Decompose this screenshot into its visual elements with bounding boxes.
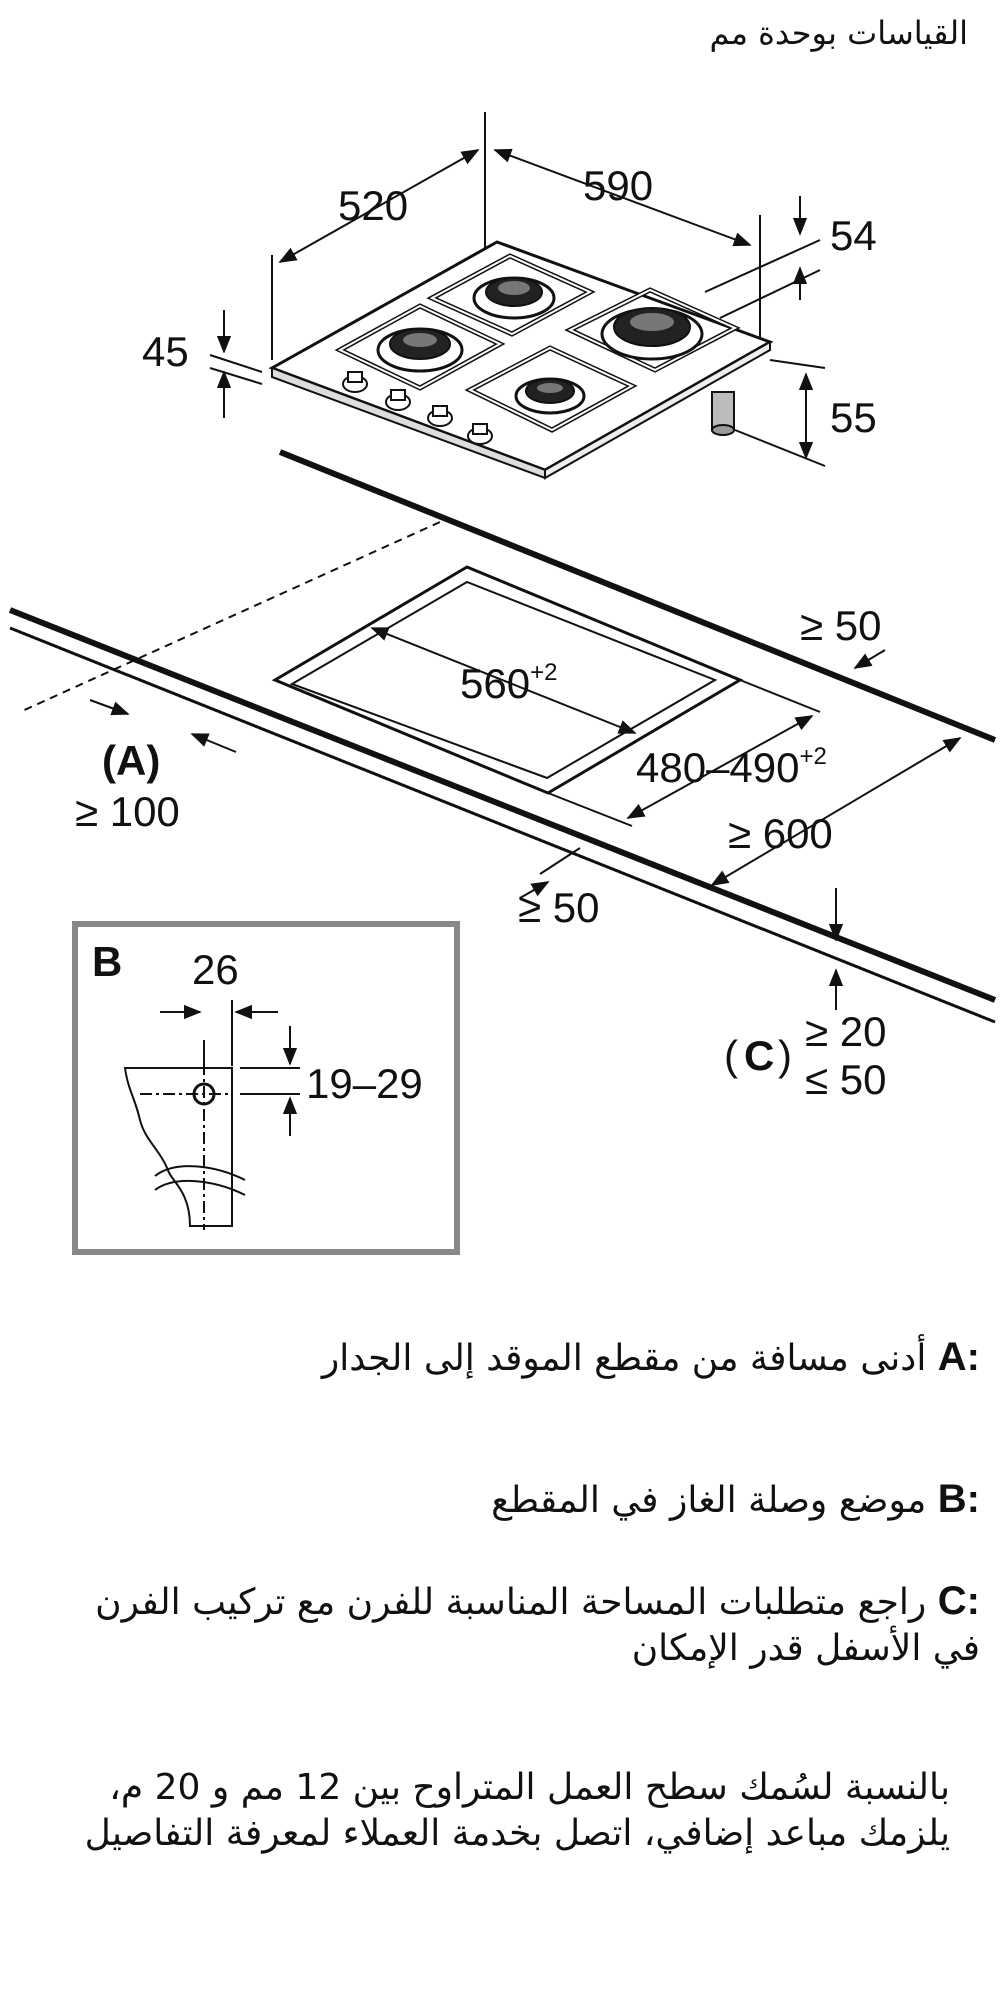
- label-c-open: (: [724, 1032, 738, 1079]
- units-note: القياسات بوحدة مم: [709, 14, 968, 52]
- cutout-inner: [289, 580, 718, 780]
- detail-b-box: [72, 921, 460, 1255]
- detail-b-width-label: 26: [192, 946, 239, 993]
- hob-width-label: 590: [583, 162, 653, 209]
- cutout-dimensions: [89, 627, 962, 1010]
- legend-key-b: B:: [937, 1477, 980, 1521]
- hob-drawing: [268, 240, 774, 480]
- cutout-depth-label: 480–490+2: [636, 743, 827, 791]
- burner-rear-right: [600, 307, 704, 361]
- front-clearance-label: ≥ 50: [518, 884, 599, 931]
- back-clearance-label: ≥ 50: [800, 602, 881, 649]
- hob-top-plate: [268, 240, 774, 472]
- burner-front-left: [376, 327, 464, 373]
- legend-text-b: موضع وصلة الغاز في المقطع: [491, 1480, 927, 1521]
- label-c: C: [744, 1032, 774, 1079]
- depth-min-label: ≥ 600: [728, 810, 833, 857]
- side-clearance-label: ≥ 100: [75, 788, 180, 835]
- hob-depth-label: 520: [338, 182, 408, 229]
- legend-item-b: B: موضع وصلة الغاز في المقطع: [40, 1476, 980, 1524]
- cutout-width-label: 560+2: [460, 659, 557, 707]
- legend-item-a: A: أدنى مسافة من مقطع الموقد إلى الجدار: [40, 1334, 980, 1382]
- hob-body-height-label: 55: [830, 394, 877, 441]
- thickness-max-label: ≤ 50: [805, 1056, 886, 1103]
- label-c-close: ): [778, 1032, 792, 1079]
- hob-dimensions: [209, 112, 826, 467]
- legend-text-a: أدنى مسافة من مقطع الموقد إلى الجدار: [321, 1338, 927, 1379]
- burner-rear-left: [472, 276, 556, 320]
- burner-front-right: [514, 377, 586, 415]
- control-knobs: [342, 371, 493, 445]
- gas-connector-hole: [192, 1082, 216, 1106]
- detail-b-height-label: 19–29: [306, 1060, 423, 1107]
- gas-fitting-profile: [123, 1067, 233, 1227]
- installation-diagram: 520 590 54 45 55 560+2 480–490+2 ≥ 50 ≥ …: [8, 112, 997, 1255]
- legend-key-a: A:: [937, 1335, 980, 1379]
- legend-item-c: C: راجع متطلبات المساحة المناسبة للفرن م…: [40, 1578, 980, 1672]
- legend-text-c: راجع متطلبات المساحة المناسبة للفرن مع ت…: [95, 1582, 980, 1669]
- worktop-spacer-note: بالنسبة لسُمك سطح العمل المتراوح بين 12 …: [84, 1767, 950, 1854]
- thickness-min-label: ≥ 20: [805, 1008, 886, 1055]
- detail-b-title: B: [92, 938, 122, 985]
- hob-top-offset-label: 54: [830, 212, 877, 259]
- hob-side-height-label: 45: [142, 328, 189, 375]
- hob-side-edge: [544, 340, 771, 480]
- label-a: (A): [102, 737, 160, 784]
- legend-key-c: C:: [937, 1579, 980, 1623]
